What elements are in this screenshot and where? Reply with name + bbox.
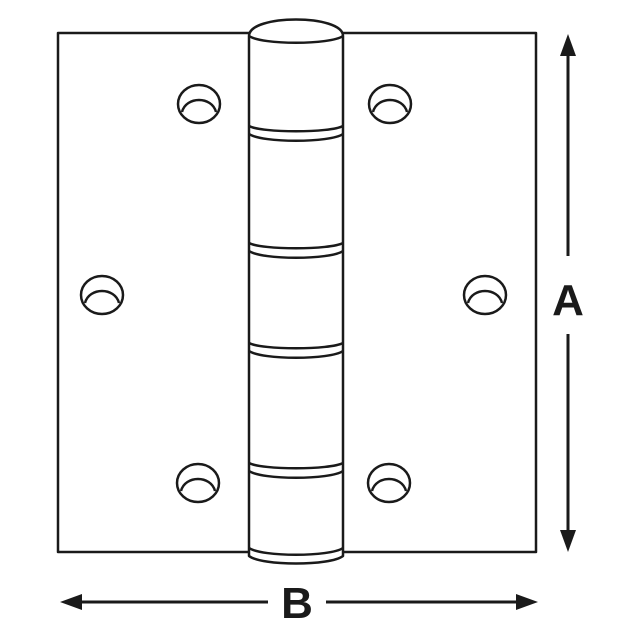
screw-hole xyxy=(176,83,222,125)
screw-hole xyxy=(462,274,508,316)
arrow-right-icon xyxy=(516,594,538,610)
barrel-bottom-rim xyxy=(248,546,344,556)
screw-hole xyxy=(367,83,413,125)
dimension-b-label: B xyxy=(281,579,313,628)
barrel-top-rim xyxy=(248,34,344,44)
dimension-a: A xyxy=(552,34,584,552)
left-leaf xyxy=(56,31,250,554)
arrow-left-icon xyxy=(60,594,82,610)
barrel-top-cap xyxy=(247,18,345,37)
arrow-up-icon xyxy=(560,34,576,56)
screw-hole xyxy=(366,462,412,504)
dimension-a-label: A xyxy=(552,276,584,325)
dimension-b: B xyxy=(60,579,538,628)
knuckle-joint xyxy=(248,341,344,359)
knuckle-joint xyxy=(248,124,344,142)
right-leaf xyxy=(340,31,538,554)
screw-hole xyxy=(79,274,125,316)
knuckle-joint xyxy=(248,241,344,259)
hinge-barrel xyxy=(247,18,345,565)
arrow-down-icon xyxy=(560,530,576,552)
knuckle-joint xyxy=(248,461,344,479)
screw-hole xyxy=(175,462,221,504)
barrel-body xyxy=(247,36,345,565)
